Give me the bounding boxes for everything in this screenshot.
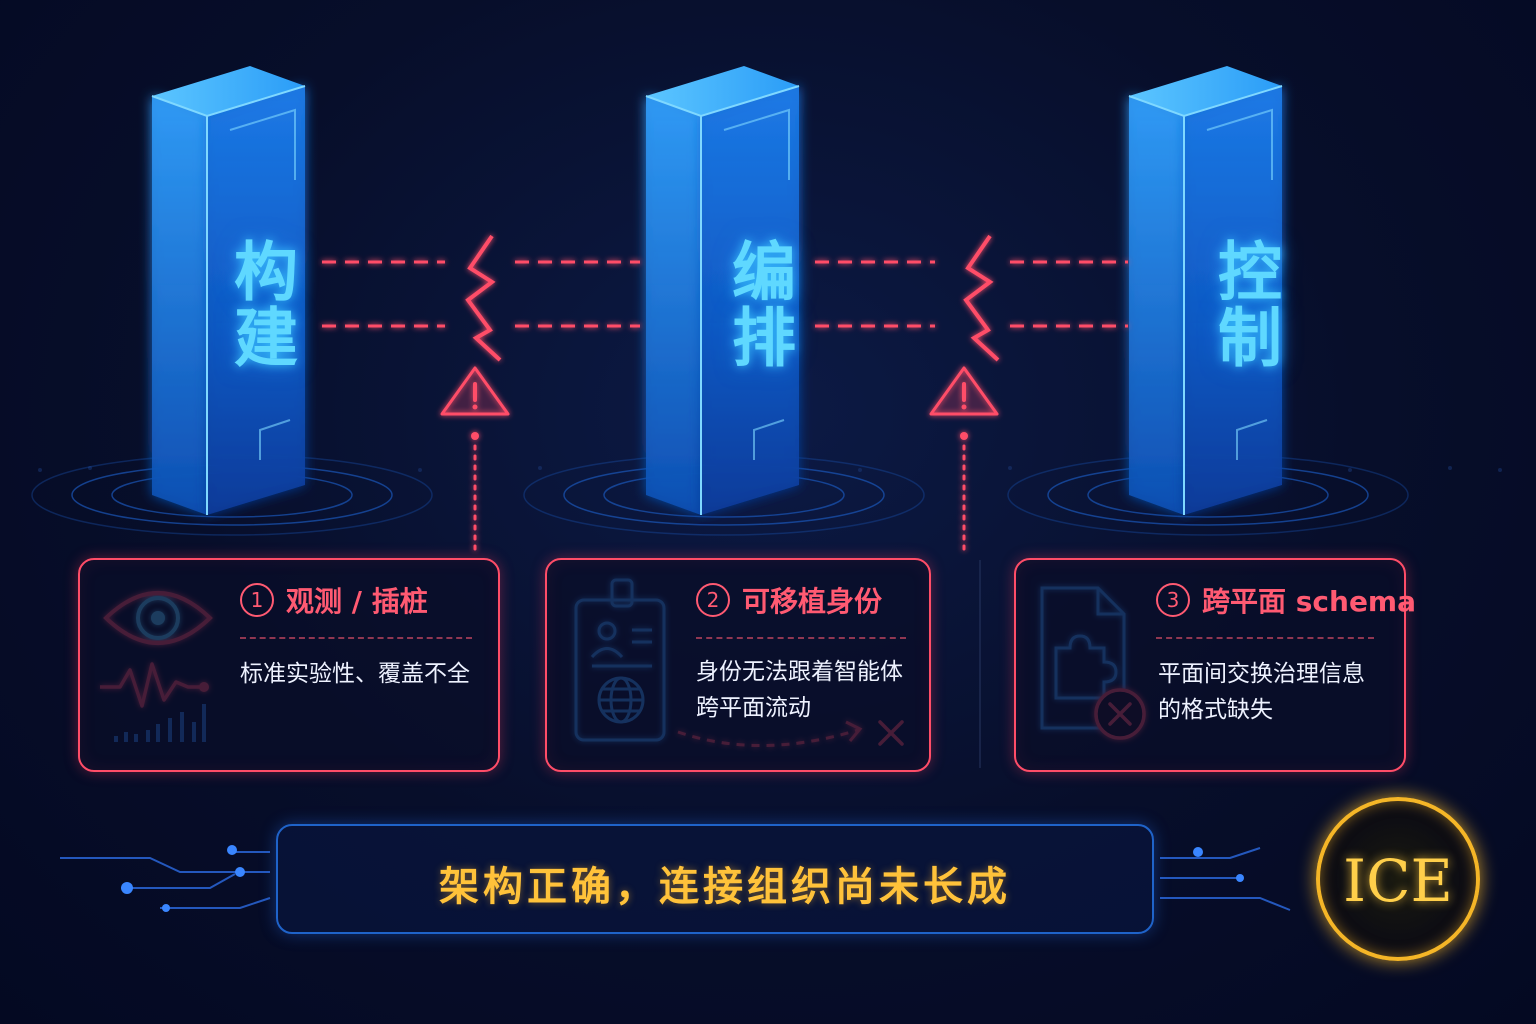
- pillar-top: [646, 66, 799, 116]
- pillar-orchestrate: [523, 66, 925, 536]
- warning-icon: [440, 366, 510, 557]
- card-title: 1 观测 / 插桩: [240, 580, 428, 620]
- card-description-line: 的格式缺失: [1158, 697, 1273, 723]
- pillar-edges: [151, 85, 306, 515]
- ice-logo-text: ICE: [1343, 847, 1453, 915]
- issue-card-observability: [78, 558, 500, 772]
- card-description: 平面间交换治理信息 的格式缺失: [1158, 656, 1365, 728]
- card-description-line: 身份无法跟着智能体: [696, 659, 903, 685]
- circuit-nodes-right: [1193, 847, 1244, 882]
- card-rule: [240, 637, 472, 639]
- ice-logo: ICE: [1316, 797, 1480, 961]
- card-description-line: 跨平面流动: [696, 695, 811, 721]
- issue-card-schema: [1014, 558, 1406, 772]
- conclusion-text: 架构正确，连接组织尚未长成: [439, 864, 1011, 910]
- pillar-label-control: 控制: [1207, 238, 1281, 370]
- conclusion-banner: 架构正确，连接组织尚未长成: [276, 824, 1154, 934]
- pillar-top: [1129, 66, 1282, 116]
- warning-icon: [929, 366, 999, 557]
- pillar-front: [207, 86, 305, 515]
- broken-link-icon: [322, 234, 640, 362]
- background-dots: [38, 466, 1502, 472]
- card-title: 3 跨平面 schema: [1156, 580, 1416, 620]
- issue-card-identity: [545, 558, 931, 772]
- pillar-build: [31, 66, 433, 536]
- card-rule: [696, 637, 906, 639]
- pillar-control: [1007, 66, 1409, 536]
- pillar-label-build: 构建: [223, 238, 297, 370]
- pillar-label-orchestrate: 编排: [721, 238, 795, 370]
- pillar-side: [1129, 96, 1184, 515]
- pillar-edges: [1128, 85, 1283, 515]
- circuit-traces-left: [60, 851, 271, 909]
- circuit-nodes-left: [121, 845, 245, 912]
- card-number-badge: 3: [1156, 583, 1190, 617]
- card-title: 2 可移植身份: [696, 580, 882, 620]
- card-title-text: 跨平面 schema: [1202, 585, 1417, 618]
- link-break-zigzag: [963, 234, 1000, 362]
- card-rule: [1156, 637, 1374, 639]
- card-number-badge: 2: [696, 583, 730, 617]
- pillar-front: [1184, 86, 1282, 515]
- pillar-side: [646, 96, 701, 515]
- pillar-edges: [645, 85, 800, 515]
- card-description: 身份无法跟着智能体 跨平面流动: [696, 654, 903, 726]
- card-description-line: 平面间交换治理信息: [1158, 661, 1365, 687]
- card-number-badge: 1: [240, 583, 274, 617]
- card-title-text: 可移植身份: [742, 585, 883, 618]
- card-title-text: 观测 / 插桩: [286, 585, 428, 618]
- circuit-traces-right: [1160, 847, 1291, 911]
- pillar-side: [152, 96, 207, 515]
- pillar-front: [701, 86, 799, 515]
- pillar-top: [152, 66, 305, 116]
- link-break-zigzag: [465, 234, 502, 362]
- broken-link-icon: [815, 234, 1128, 362]
- card-description-line: 标准实验性、覆盖不全: [240, 661, 470, 687]
- card-description: 标准实验性、覆盖不全: [240, 656, 470, 692]
